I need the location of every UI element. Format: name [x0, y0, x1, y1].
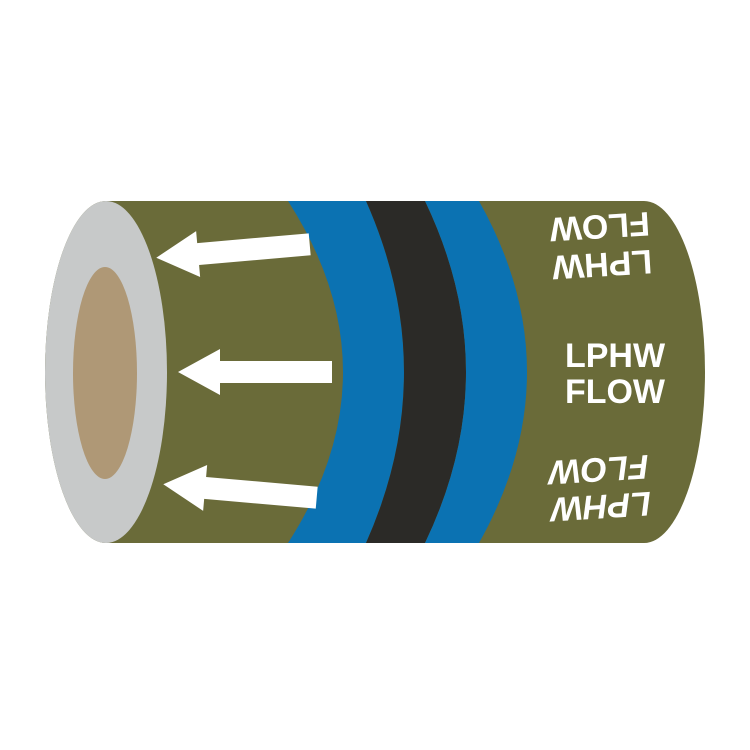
label-block-bottom: LPHW FLOW [545, 447, 652, 528]
color-band-blue-left [288, 201, 404, 543]
label-block-middle: LPHW FLOW [565, 337, 666, 411]
left-arrow-shape [163, 465, 318, 511]
color-band-black [366, 201, 466, 543]
left-arrow-shape [178, 349, 332, 395]
label-middle-line2: FLOW [565, 373, 666, 411]
label-block-top: LPHW FLOW [548, 204, 653, 286]
left-arrow-icon-bottom [163, 465, 318, 511]
left-arrow-icon-top [156, 231, 311, 277]
label-bottom-line2: FLOW [545, 447, 650, 491]
label-bottom-line1: LPHW [547, 484, 652, 528]
label-top-line1: LPHW [550, 242, 653, 286]
label-top-line2: FLOW [548, 204, 651, 248]
left-arrow-icon-middle [178, 349, 332, 395]
color-band-blue-right [425, 201, 527, 543]
roll-core [73, 267, 137, 479]
label-middle-line1: LPHW [565, 337, 666, 375]
left-arrow-shape [156, 231, 311, 277]
